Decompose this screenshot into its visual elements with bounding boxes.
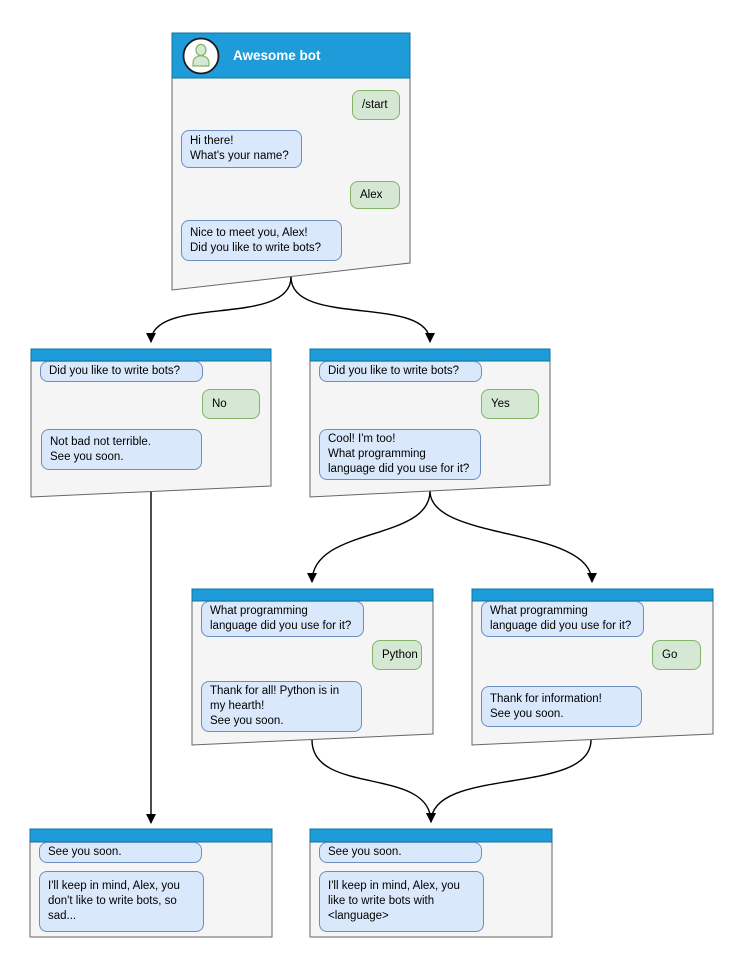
bot-avatar [182, 37, 220, 75]
message-bubble-end-yes-question: See you soon. [319, 842, 482, 863]
message-bubble-end-no-reply: I'll keep in mind, Alex, you don't like … [39, 871, 204, 932]
message-bubble-end-no-question: See you soon. [39, 842, 202, 863]
message-bubble-python-question: What programming language did you use fo… [201, 601, 364, 637]
chat-window-end-no-titlebar [29, 828, 273, 843]
arrow-main-to-yes [290, 276, 435, 343]
arrow-yes-to-python [307, 490, 431, 583]
message-bubble-python-reply: Thank for all! Python is in my hearth! S… [201, 681, 362, 732]
arrow-go-to-end-yes [426, 739, 592, 823]
message-bubble-bot-greeting: Hi there! What's your name? [181, 130, 302, 168]
message-bubble-user-start: /start [352, 90, 400, 120]
chat-window-branch-yes-titlebar [309, 348, 551, 362]
person-icon [182, 37, 220, 75]
message-bubble-user-name: Alex [350, 181, 400, 209]
message-bubble-go-question: What programming language did you use fo… [481, 601, 644, 637]
message-bubble-no-question: Did you like to write bots? [40, 361, 203, 382]
message-bubble-end-yes-reply: I'll keep in mind, Alex, you like to wri… [319, 871, 484, 932]
message-bubble-no-reply: Not bad not terrible. See you soon. [41, 429, 202, 470]
chat-window-branch-no-titlebar [30, 348, 272, 362]
message-bubble-yes-reply: Cool! I'm too! What programming language… [319, 429, 481, 480]
arrow-python-to-end-yes [311, 739, 436, 823]
message-bubble-go-reply: Thank for information! See you soon. [481, 686, 642, 727]
message-bubble-bot-ask-bots: Nice to meet you, Alex! Did you like to … [181, 220, 342, 261]
arrow-main-to-no [146, 276, 292, 343]
message-bubble-yes-answer: Yes [481, 389, 539, 419]
message-bubble-no-answer: No [202, 389, 260, 419]
message-bubble-go-answer: Go [652, 640, 701, 670]
message-bubble-yes-question: Did you like to write bots? [319, 361, 482, 382]
main-window-title: Awesome bot [233, 48, 321, 63]
message-bubble-python-answer: Python [372, 640, 422, 670]
chat-window-end-yes-titlebar [309, 828, 553, 843]
arrow-yes-to-go [429, 490, 597, 583]
chat-window-branch-python-titlebar [191, 588, 434, 602]
chat-window-branch-go-titlebar [471, 588, 714, 602]
